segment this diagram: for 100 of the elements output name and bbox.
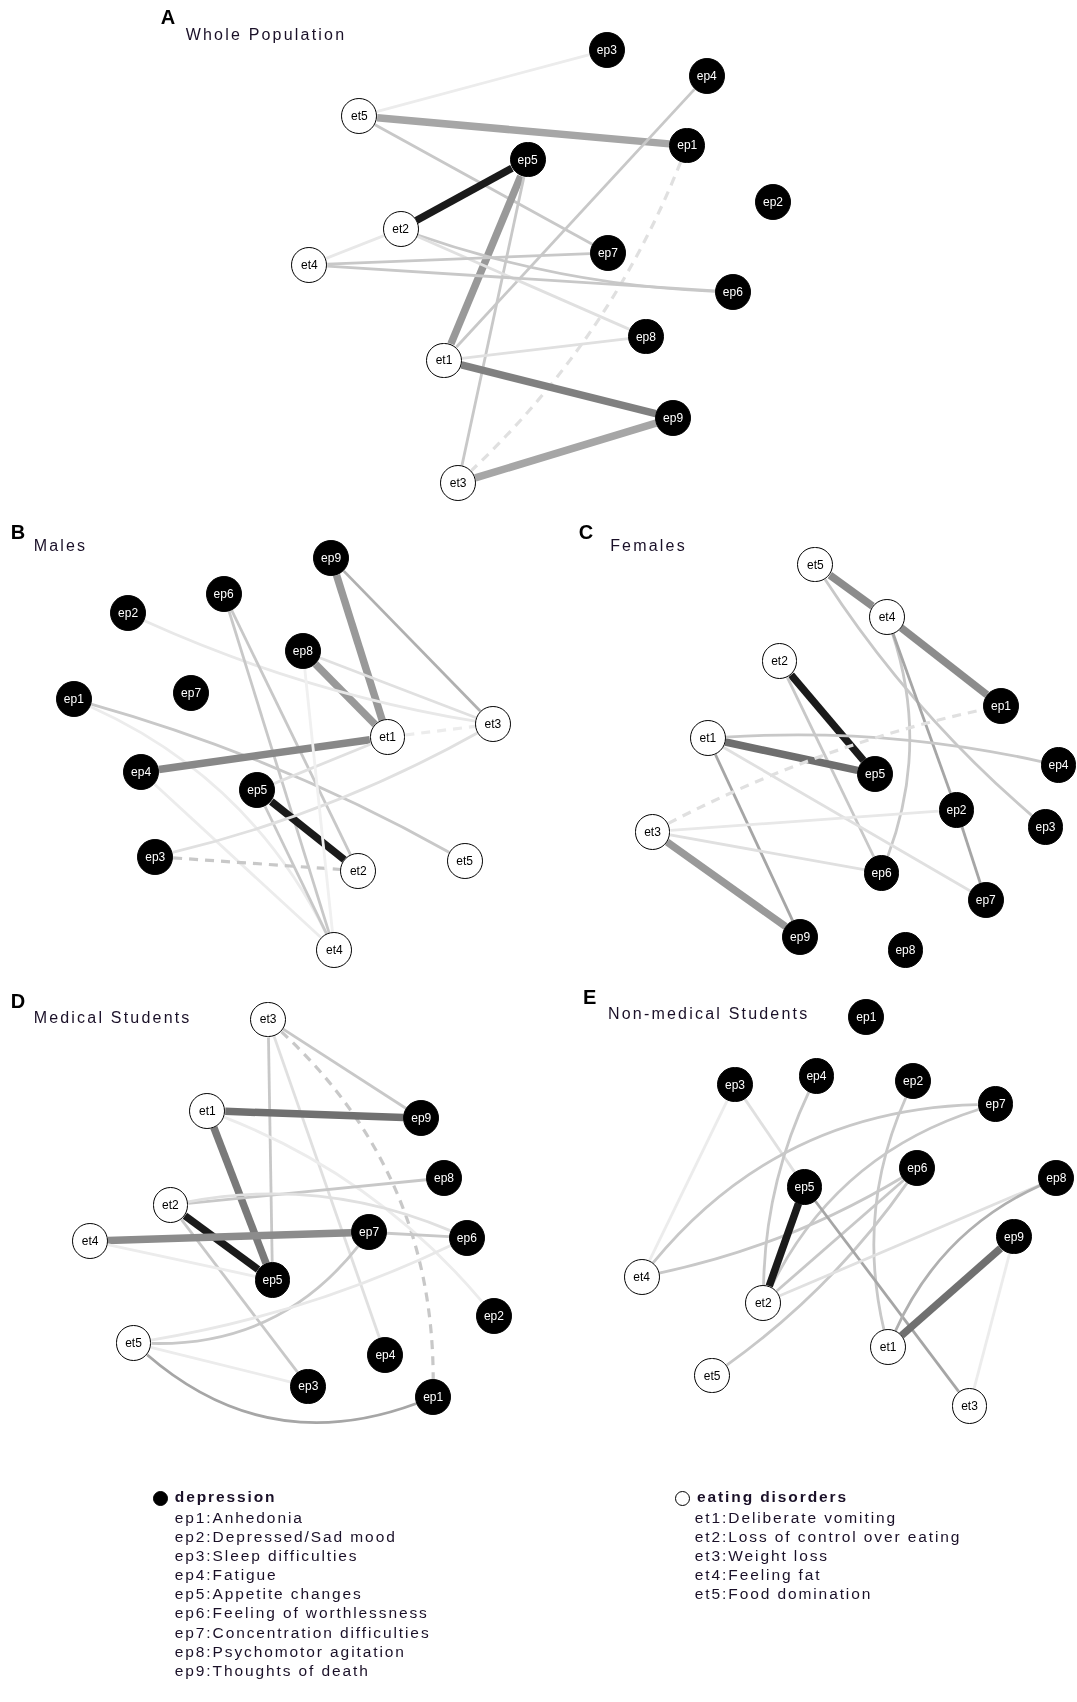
network-edge xyxy=(827,572,875,610)
node-circle: ep9 xyxy=(403,1100,440,1137)
key-entry: et5:Food domination xyxy=(694,1585,873,1604)
network-edge xyxy=(762,1091,811,1285)
network-edge xyxy=(227,610,331,934)
node-circle: et2 xyxy=(745,1284,782,1321)
key-entry: ep8:Psychomotor agitation xyxy=(174,1642,406,1661)
node-circle: et3 xyxy=(250,1001,287,1038)
network-edge xyxy=(669,833,865,872)
node-circle: ep7 xyxy=(351,1214,387,1251)
panel-title: Males xyxy=(33,537,88,556)
node-circle: ep3 xyxy=(290,1368,327,1405)
network-edge xyxy=(405,724,476,737)
network-edge xyxy=(455,88,696,349)
panel-title: Medical Students xyxy=(33,1008,192,1027)
network-edge xyxy=(319,656,477,720)
node-circle: ep5 xyxy=(786,1168,823,1205)
network-edge xyxy=(150,1244,452,1342)
network-edge xyxy=(725,1182,909,1367)
key-entry: ep7:Concentration difficulties xyxy=(174,1623,431,1642)
node-circle: et2 xyxy=(152,1187,189,1223)
node-circle: et4 xyxy=(291,246,328,283)
node-circle: et4 xyxy=(869,598,905,635)
network-edge xyxy=(325,234,385,260)
network-edge xyxy=(107,1243,256,1278)
node-circle: ep1 xyxy=(983,687,1019,724)
network-edge xyxy=(327,252,591,266)
network-edge xyxy=(779,1183,1041,1298)
network-edge xyxy=(664,839,788,930)
node-circle: et5 xyxy=(694,1357,731,1394)
node-circle: ep2 xyxy=(755,184,791,220)
node-circle: et2 xyxy=(761,643,798,680)
network-edge xyxy=(886,633,912,857)
network-edge xyxy=(225,1107,404,1122)
network-edge xyxy=(269,798,347,863)
network-edge xyxy=(416,235,631,331)
node-circle: ep3 xyxy=(717,1066,753,1103)
network-edge xyxy=(460,176,526,466)
node-circle: ep1 xyxy=(848,999,885,1036)
network-edge xyxy=(374,123,593,246)
node-circle: ep1 xyxy=(415,1379,452,1416)
network-edge xyxy=(210,1126,270,1265)
network-edge xyxy=(263,805,328,935)
network-edge xyxy=(722,746,972,893)
key-entry: et1:Deliberate vomiting xyxy=(694,1508,898,1527)
network-edge xyxy=(150,1345,292,1384)
network-edge xyxy=(658,1176,903,1275)
network-edge xyxy=(447,174,525,346)
node-circle: ep2 xyxy=(895,1063,931,1100)
node-circle: et4 xyxy=(623,1258,660,1295)
network-edge xyxy=(272,1035,381,1339)
panel-title: Non-medical Students xyxy=(607,1005,810,1024)
node-circle: ep1 xyxy=(669,127,706,164)
key-entry: ep4:Fatigue xyxy=(174,1566,278,1585)
network-edge xyxy=(151,1245,360,1345)
node-circle: ep8 xyxy=(628,318,664,355)
node-circle: ep4 xyxy=(123,754,159,790)
node-circle: ep2 xyxy=(110,595,146,632)
node-circle: ep5 xyxy=(239,772,276,809)
network-edge xyxy=(899,1245,1004,1339)
key-entry: ep5:Appetite changes xyxy=(174,1585,363,1604)
network-edge xyxy=(332,574,386,722)
network-edge xyxy=(153,783,323,939)
network-edge xyxy=(90,702,450,854)
network-edge xyxy=(460,361,657,418)
network-edge xyxy=(891,633,952,794)
network-edge xyxy=(651,1103,978,1264)
node-circle: ep8 xyxy=(284,633,321,670)
network-edge xyxy=(173,856,341,872)
node-circle: ep7 xyxy=(173,674,209,711)
key-entry: ep6:Feeling of worthlessness xyxy=(174,1604,429,1623)
key-entry: ep1:Anhedonia xyxy=(174,1508,304,1527)
node-circle: ep4 xyxy=(688,58,725,94)
node-circle: et1 xyxy=(426,342,462,379)
node-circle: ep6 xyxy=(899,1150,936,1187)
node-circle: ep3 xyxy=(137,838,174,875)
node-circle: ep9 xyxy=(313,540,349,576)
node-circle: ep8 xyxy=(1038,1160,1075,1196)
panel-letter: E xyxy=(583,985,597,1009)
node-circle: ep9 xyxy=(996,1218,1032,1255)
node-circle: et1 xyxy=(689,720,726,757)
panel-title: Whole Population xyxy=(185,26,347,45)
network-edge xyxy=(972,1253,1011,1389)
network-edge xyxy=(894,1184,1041,1332)
key-entry: ep9:Thoughts of death xyxy=(174,1661,370,1680)
node-circle: ep3 xyxy=(588,32,625,68)
network-edge xyxy=(158,735,371,774)
network-edge xyxy=(823,578,1033,817)
legend-label: depression xyxy=(174,1488,277,1507)
network-edge xyxy=(670,809,939,832)
node-circle: et2 xyxy=(340,852,377,889)
node-circle: ep3 xyxy=(1027,809,1064,846)
node-circle: et5 xyxy=(341,98,378,135)
network-edge xyxy=(648,1100,729,1262)
panel-letter: D xyxy=(10,990,26,1014)
node-circle: ep7 xyxy=(590,235,626,271)
node-circle: et2 xyxy=(382,211,419,247)
panel-title: Females xyxy=(610,537,687,556)
key-entry: et3:Weight loss xyxy=(694,1547,829,1566)
key-entry: et2:Loss of control over eating xyxy=(694,1527,962,1546)
